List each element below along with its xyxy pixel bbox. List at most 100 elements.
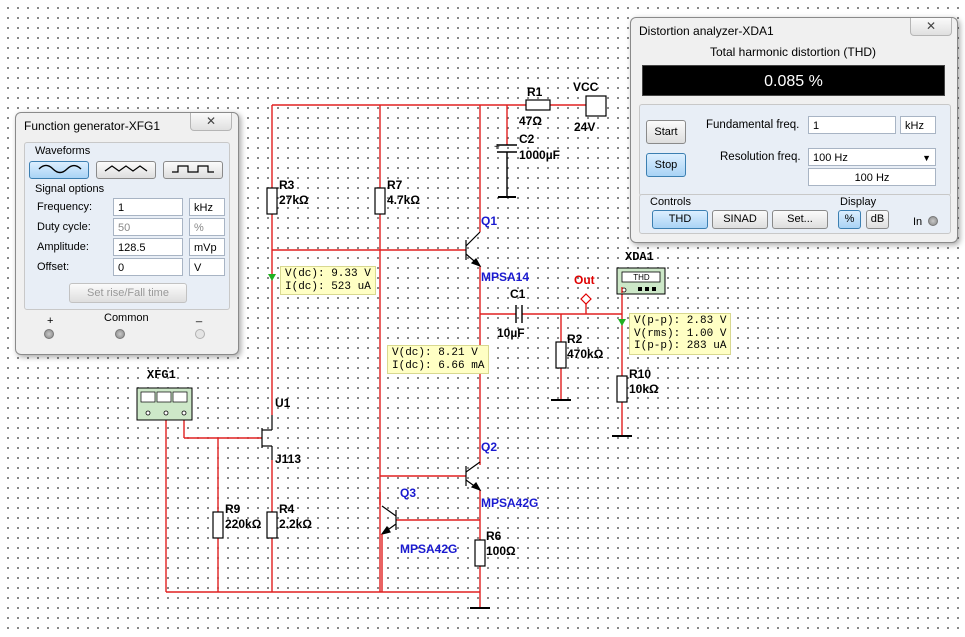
probe-1-line1: V(dc): 9.33 V	[285, 268, 371, 280]
probe-2[interactable]: V(dc): 8.21 V I(dc): 6.66 mA	[387, 345, 490, 374]
resistor-r9[interactable]	[212, 511, 224, 539]
q2-name: Q2	[481, 440, 498, 454]
duty-cycle-unit[interactable]: %	[189, 218, 225, 236]
probe-2-line1: V(dc): 8.21 V	[392, 347, 478, 359]
r7-name: R7	[387, 178, 403, 192]
r9-value: 220kΩ	[225, 517, 262, 531]
distortion-analyzer-window[interactable]: Distortion analyzer-XDA1 ✕ Total harmoni…	[630, 17, 958, 243]
probe-3-line2: V(rms): 1.00 V	[634, 327, 727, 340]
da-controls-group: Controls Display THD SINAD Set... % dB I…	[639, 194, 951, 234]
r3-name: R3	[279, 178, 295, 192]
jfet-u1[interactable]	[261, 415, 273, 460]
fg-settings-group: Waveforms Signal options Frequency: 1 kH…	[24, 142, 230, 310]
fundamental-freq-unit[interactable]: kHz	[900, 116, 936, 134]
fg-title: Function generator-XFG1	[24, 119, 161, 133]
resistor-r3[interactable]	[266, 187, 278, 215]
vcc-name: VCC	[573, 80, 599, 94]
fg-common-label: Common	[104, 312, 149, 324]
transistor-q1[interactable]	[465, 231, 482, 268]
da-close-button[interactable]: ✕	[910, 18, 952, 36]
ground-icons	[470, 196, 632, 609]
u1-part: J113	[275, 452, 302, 466]
resistors	[212, 99, 628, 567]
r6-name: R6	[486, 529, 502, 543]
r1-value: 47Ω	[519, 114, 542, 128]
resistor-r1[interactable]	[525, 99, 551, 111]
function-generator-window[interactable]: Function generator-XFG1 ✕ Waveforms Sign…	[15, 112, 239, 355]
set-rise-fall-button[interactable]: Set rise/Fall time	[69, 283, 187, 303]
probe-3[interactable]: V(p-p): 2.83 V V(rms): 1.00 V I(p-p): 28…	[629, 313, 732, 355]
r9-name: R9	[225, 502, 241, 516]
resolution-freq-value: 100 Hz	[813, 152, 848, 164]
probe-1[interactable]: V(dc): 9.33 V I(dc): 523 uA	[280, 266, 376, 295]
q2-part: MPSA42G	[481, 496, 539, 510]
in-terminal-icon[interactable]	[928, 216, 938, 226]
resolution-freq-label: Resolution freq.	[720, 151, 801, 163]
svg-text:+: +	[494, 142, 500, 153]
start-button[interactable]: Start	[646, 120, 686, 144]
fg-waveforms-label: Waveforms	[35, 145, 91, 157]
fg-close-button[interactable]: ✕	[190, 113, 232, 131]
capacitor-c1[interactable]	[515, 305, 523, 323]
c2-value: 1000µF	[519, 148, 560, 162]
fundamental-freq-label: Fundamental freq.	[706, 119, 800, 131]
probe-1-line2: I(dc): 523 uA	[285, 280, 371, 293]
da-title: Distortion analyzer-XDA1	[639, 24, 774, 38]
square-wave-icon	[172, 165, 214, 173]
r10-value: 10kΩ	[629, 382, 659, 396]
fg-common-terminal-icon[interactable]	[115, 329, 125, 339]
sinad-button[interactable]: SINAD	[712, 210, 768, 229]
amplitude-input[interactable]: 128.5	[113, 238, 183, 256]
resolution-freq-select[interactable]: 100 Hz ▼	[808, 148, 936, 166]
resistor-r6[interactable]	[474, 539, 486, 567]
duty-cycle-input[interactable]: 50	[113, 218, 183, 236]
chevron-down-icon: ▼	[922, 153, 931, 163]
triangle-wave-button[interactable]	[96, 161, 156, 179]
wires	[165, 104, 623, 608]
resistor-r10[interactable]	[616, 375, 628, 403]
db-display-button[interactable]: dB	[866, 210, 889, 229]
vcc-source-icon[interactable]	[585, 95, 607, 117]
offset-input[interactable]: 0	[113, 258, 183, 276]
probe-2-line2: I(dc): 6.66 mA	[392, 359, 485, 372]
q3-name: Q3	[400, 486, 417, 500]
square-wave-button[interactable]	[163, 161, 223, 179]
controls-label: Controls	[650, 196, 691, 208]
offset-label: Offset:	[37, 261, 70, 273]
transistor-q2[interactable]	[465, 461, 482, 492]
resistor-r4[interactable]	[266, 511, 278, 539]
stop-button[interactable]: Stop	[646, 153, 686, 177]
sine-wave-button[interactable]	[29, 161, 89, 179]
c1-value: 10µF	[497, 326, 525, 340]
r2-value: 470kΩ	[567, 347, 604, 361]
r3-value: 27kΩ	[279, 193, 309, 207]
offset-unit[interactable]: V	[189, 258, 225, 276]
frequency-unit[interactable]: kHz	[189, 198, 225, 216]
xda1-name: XDA1	[625, 250, 654, 264]
resistor-r2[interactable]	[555, 341, 567, 369]
fg-plus-terminal-icon[interactable]	[44, 329, 54, 339]
out-connector-icon[interactable]	[580, 293, 592, 305]
thd-button[interactable]: THD	[652, 210, 708, 229]
xda1-instrument-icon[interactable]	[616, 267, 666, 295]
capacitor-c2[interactable]	[497, 144, 517, 198]
amplitude-label: Amplitude:	[37, 241, 89, 253]
resistor-r7[interactable]	[374, 187, 386, 215]
xfg1-name: XFG1	[147, 368, 176, 382]
transistor-q3[interactable]	[380, 505, 397, 592]
frequency-label: Frequency:	[37, 201, 93, 213]
fg-plus-label: +	[47, 315, 54, 327]
xfg1-instrument-icon[interactable]	[136, 387, 193, 421]
fg-signal-options-label: Signal options	[35, 183, 105, 195]
r2-name: R2	[567, 332, 583, 346]
fg-minus-terminal-icon[interactable]	[195, 329, 205, 339]
fg-minus-label: _	[196, 311, 203, 323]
fundamental-freq-input[interactable]: 1	[808, 116, 896, 134]
frequency-input[interactable]: 1	[113, 198, 183, 216]
duty-cycle-label: Duty cycle:	[37, 221, 91, 233]
percent-display-button[interactable]: %	[838, 210, 861, 229]
xda1-face: THD	[633, 273, 650, 282]
set-button[interactable]: Set...	[772, 210, 828, 229]
amplitude-unit[interactable]: mVp	[189, 238, 225, 256]
